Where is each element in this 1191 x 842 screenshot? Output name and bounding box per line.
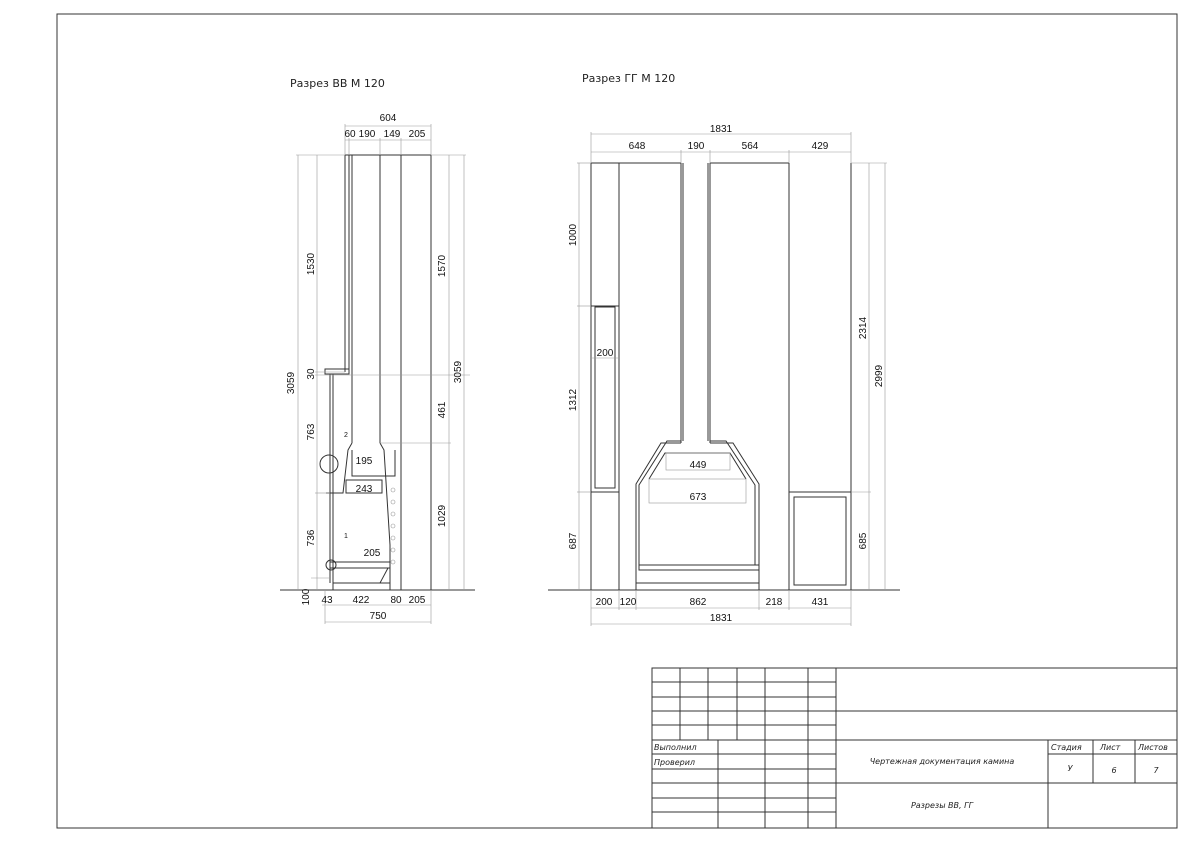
section-vv: Разрез ВВ М 120 — [280, 77, 475, 624]
sheet-label: Лист — [1099, 743, 1121, 752]
project-title: Чертежная документация камина — [870, 757, 1015, 766]
section-vv-outline — [319, 154, 432, 591]
dim-vv-left-upper: 1530 — [306, 252, 317, 275]
sheets-value: 7 — [1153, 766, 1159, 775]
dim-vv-left-shelf: 30 — [306, 368, 317, 380]
dim-vv-bottom-total: 750 — [370, 611, 387, 622]
dim-gg-bottom-4: 218 — [766, 597, 783, 608]
dim-vv-left-base: 100 — [301, 588, 312, 605]
dim-gg-top-4: 429 — [812, 141, 829, 152]
section-gg-title: Разрез ГГ М 120 — [582, 72, 675, 85]
dim-gg-top-1: 648 — [629, 141, 646, 152]
dim-vv-left-low: 736 — [306, 529, 317, 546]
dim-vv-right-low: 1029 — [437, 504, 448, 527]
dim-vv-bottom-1: 43 — [321, 595, 333, 606]
dim-vv-top-1: 60 — [344, 129, 356, 140]
checked-by-label: Проверил — [654, 758, 695, 767]
dim-vv-left-total: 3059 — [286, 371, 297, 394]
stage-label: Стадия — [1051, 743, 1082, 752]
dim-gg-bottom-3: 862 — [690, 597, 707, 608]
sheet-frame — [56, 13, 1178, 829]
sheet-value: 6 — [1111, 766, 1116, 775]
grate-bars — [390, 487, 396, 565]
dim-vv-left-mid: 763 — [306, 423, 317, 440]
dim-vv-bottom-4: 205 — [409, 595, 426, 606]
dim-vv-top-total: 604 — [380, 113, 397, 124]
dim-gg-top-3: 564 — [742, 141, 759, 152]
dim-gg-bottom-5: 431 — [812, 597, 829, 608]
callout-1: 1 — [344, 533, 348, 540]
callout-2: 2 — [344, 432, 348, 439]
dim-gg-top-total: 1831 — [710, 124, 733, 135]
section-gg: Разрез ГГ М 120 — [548, 72, 900, 626]
dim-gg-bottom-total: 1831 — [710, 613, 733, 624]
stage-value: У — [1068, 764, 1074, 773]
dim-gg-left-niche: 1312 — [568, 388, 579, 411]
dim-gg-bottom-1: 200 — [596, 597, 613, 608]
dim-gg-hood-top: 449 — [690, 460, 707, 471]
sheets-label: Листов — [1137, 743, 1168, 752]
sheet-title: Разрезы ВВ, ГГ — [911, 801, 974, 810]
dim-vv-top-3: 149 — [384, 129, 401, 140]
dim-vv-right-mid: 461 — [437, 401, 448, 418]
dim-vv-top-2: 190 — [359, 129, 376, 140]
section-vv-title: Разрез ВВ М 120 — [290, 77, 385, 90]
dim-gg-top-2: 190 — [688, 141, 705, 152]
dim-vv-bottom-3: 80 — [390, 595, 402, 606]
title-block: Выполнил Проверил Чертежная документация… — [651, 667, 1178, 829]
dim-vv-right-upper: 1570 — [437, 254, 448, 277]
dim-gg-hood-bottom: 673 — [690, 492, 707, 503]
dim-gg-right-upper: 2314 — [858, 316, 869, 339]
section-vv-dimension-lines — [296, 124, 470, 624]
dim-vv-right-total: 3059 — [453, 360, 464, 383]
made-by-label: Выполнил — [654, 743, 697, 752]
dim-gg-left-low: 687 — [568, 532, 579, 549]
dim-vv-top-4: 205 — [409, 129, 426, 140]
section-gg-dimension-lines — [577, 132, 887, 626]
dim-vv-grate: 205 — [364, 548, 381, 559]
dim-vv-hood-bottom: 243 — [356, 484, 373, 495]
dim-gg-right-low: 685 — [858, 532, 869, 549]
dim-gg-niche-width: 200 — [597, 348, 614, 359]
dim-gg-bottom-2: 120 — [620, 597, 637, 608]
dim-vv-bottom-2: 422 — [353, 595, 370, 606]
section-gg-outline — [590, 162, 852, 590]
dim-vv-hood-top: 195 — [356, 456, 373, 467]
dim-gg-right-total: 2999 — [874, 364, 885, 387]
dim-gg-left-upper: 1000 — [568, 223, 579, 246]
